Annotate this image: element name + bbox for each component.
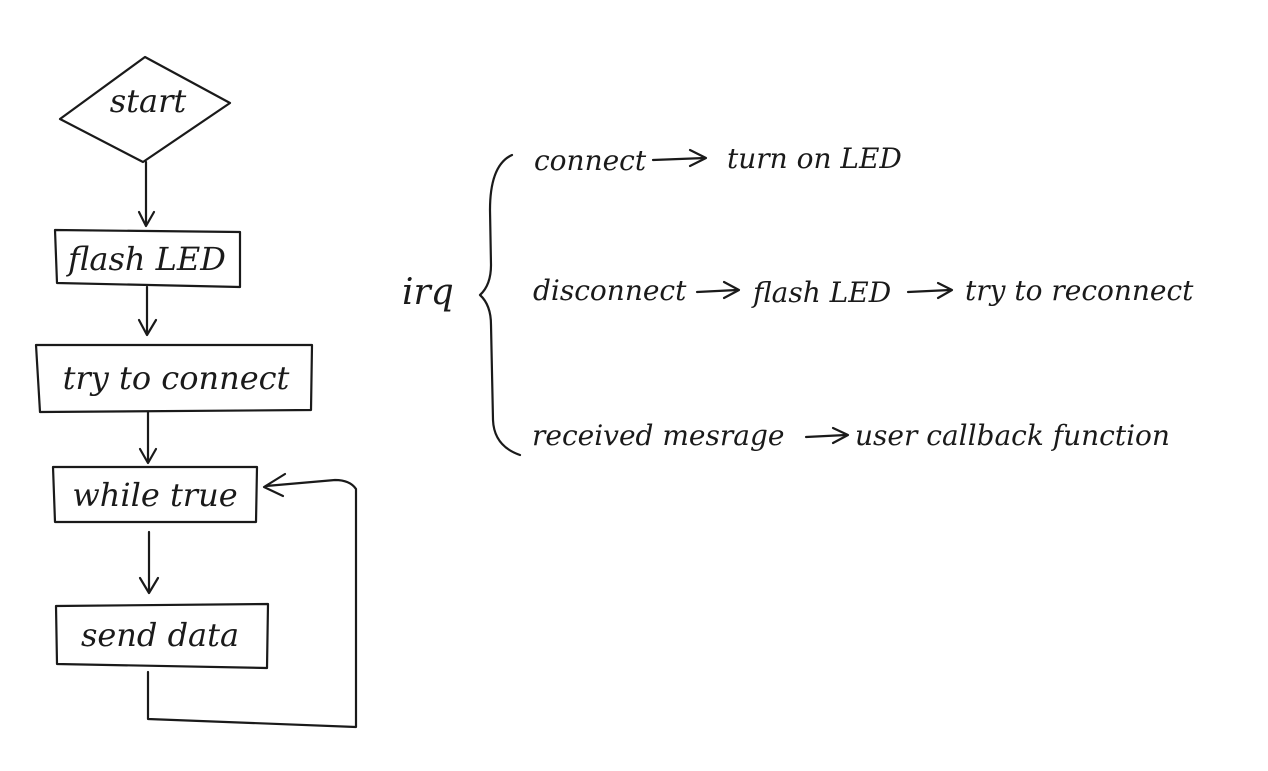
branch-received-event: received mesrage [532, 419, 784, 452]
arrow-connect-to-while [138, 410, 158, 465]
branch-disconnect-event: disconnect [533, 274, 687, 307]
try-connect-box [34, 343, 314, 414]
arrow-while-to-send [138, 530, 160, 595]
flash-led-node: flash LED [53, 228, 242, 289]
branch-disconnect-step-2: try to reconnect [965, 274, 1194, 307]
loop-back-arrow [146, 472, 358, 729]
arrow-flash-to-connect [137, 285, 158, 337]
branch-connect-event: connect [534, 144, 647, 177]
try-connect-label: try to connect [63, 359, 290, 397]
branch-connect-step-1: turn on LED [727, 142, 902, 175]
send-data-box [54, 602, 270, 670]
branch-disconnect-step-1: flash LED [751, 276, 891, 309]
branch-received-step-1: user callback function [855, 419, 1170, 452]
arrow-disconnect [695, 288, 739, 294]
start-node: start [58, 55, 232, 164]
irq-branch-connect: connect turn on LED [534, 142, 902, 177]
while-true-box [51, 465, 259, 524]
irq-brace [478, 153, 522, 457]
send-data-label: send data [81, 616, 239, 654]
while-true-node: while true [51, 465, 259, 524]
flash-led-label: flash LED [66, 240, 226, 278]
arrow-received [804, 433, 848, 439]
start-diamond [58, 55, 232, 164]
arrow-flash-to-reconnect [906, 288, 952, 294]
send-data-node: send data [54, 602, 270, 670]
start-label: start [110, 82, 187, 120]
flash-led-box [53, 228, 242, 289]
irq-label: irq [402, 272, 454, 313]
irq-branch-received: received mesrage user callback function [532, 419, 1170, 452]
arrow-connect [651, 156, 707, 162]
try-connect-node: try to connect [34, 343, 314, 414]
irq-branch-disconnect: disconnect flash LED try to reconnect [533, 274, 1194, 309]
arrow-start-to-flash [137, 160, 156, 228]
while-true-label: while true [72, 476, 237, 514]
